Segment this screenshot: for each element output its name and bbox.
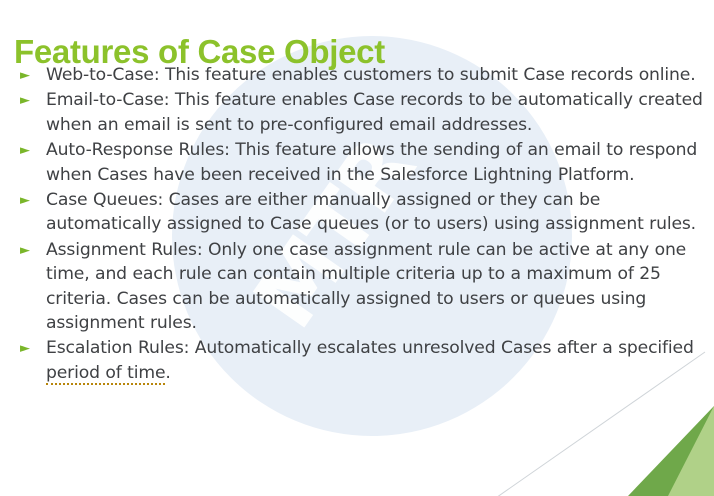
list-item-text-after: .: [165, 362, 171, 383]
spellcheck-flagged-phrase: period of time: [46, 362, 166, 385]
list-item-text: Email-to-Case: This feature enables Case…: [46, 90, 703, 135]
list-item: ► Auto-Response Rules: This feature allo…: [20, 138, 704, 187]
corner-wedge-decoration: [628, 406, 714, 496]
list-item-text-before: Escalation Rules: Automatically escalate…: [46, 338, 694, 359]
feature-bullet-list: ► Web-to-Case: This feature enables cust…: [20, 63, 704, 386]
list-item-text: Assignment Rules: Only one case assignme…: [46, 239, 687, 334]
bullet-triangle-icon: ►: [20, 93, 30, 109]
list-item: ► Case Queues: Cases are either manually…: [20, 188, 704, 237]
list-item: ► Email-to-Case: This feature enables Ca…: [20, 88, 704, 137]
list-item: ► Web-to-Case: This feature enables cust…: [20, 63, 704, 87]
watermark-circle: [172, 36, 572, 436]
list-item: ► Escalation Rules: Automatically escala…: [20, 336, 704, 385]
list-item-text: Escalation Rules: Automatically escalate…: [46, 336, 704, 385]
list-item: ► Assignment Rules: Only one case assign…: [20, 238, 704, 336]
bullet-triangle-icon: ►: [20, 341, 30, 357]
bullet-triangle-icon: ►: [20, 242, 30, 258]
bullet-triangle-icon: ►: [20, 143, 30, 159]
page-title: Features of Case Object: [14, 33, 385, 71]
list-item-text: Case Queues: Cases are either manually a…: [46, 190, 696, 235]
list-item-text: Auto-Response Rules: This feature allows…: [46, 140, 698, 185]
bullet-triangle-icon: ►: [20, 68, 30, 83]
list-item-text: Web-to-Case: This feature enables custom…: [46, 65, 696, 85]
bullet-triangle-icon: ►: [20, 193, 30, 209]
diagonal-line-decoration: [497, 351, 706, 496]
